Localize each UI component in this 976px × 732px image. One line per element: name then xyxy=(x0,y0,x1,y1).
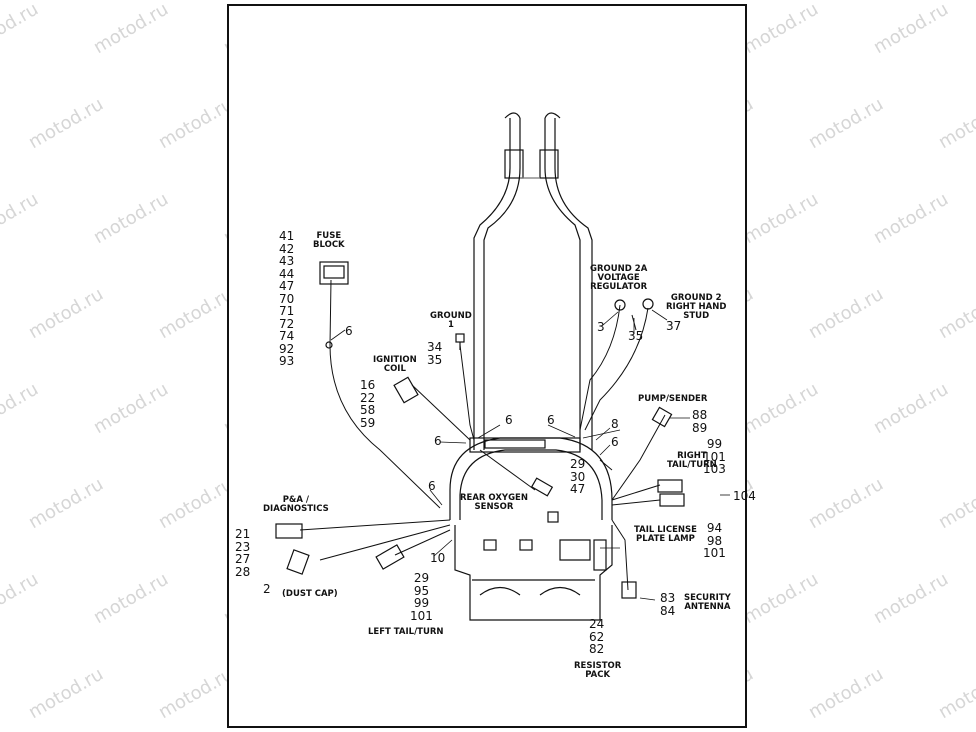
ground-2a-number: 3 xyxy=(597,320,605,334)
pump-sender-label: PUMP/SENDER xyxy=(638,394,708,404)
rear-fender xyxy=(454,511,613,621)
fuse-wire-callout: 6 xyxy=(345,324,353,338)
frame-rails xyxy=(473,112,593,450)
leader-lines xyxy=(330,309,730,601)
dust-cap-label: (DUST CAP) xyxy=(282,589,338,599)
callout-6-left: 6 xyxy=(428,479,436,493)
callout-8: 8 xyxy=(611,417,619,431)
dust-cap-connector xyxy=(286,549,310,575)
callout-6-top-left: 6 xyxy=(505,413,513,427)
left-tail-turn-connector xyxy=(375,544,405,570)
callout-6-right: 6 xyxy=(611,435,619,449)
fuse-block-component xyxy=(319,261,349,349)
tail-license-connector xyxy=(593,539,607,571)
oxygen-sensor-connector xyxy=(530,477,554,497)
diagram-frame xyxy=(227,4,747,728)
right-tail-turn-connectors xyxy=(657,479,685,507)
ground-2a-wire-number: 35 xyxy=(628,329,644,343)
ground-2-ring xyxy=(642,298,654,310)
callout-10: 10 xyxy=(430,551,446,565)
left-tail-turn-label: LEFT TAIL/TURN xyxy=(368,627,444,637)
callout-6-mid-left: 6 xyxy=(434,434,442,448)
harness-wires xyxy=(299,279,666,591)
pump-sender-connector xyxy=(651,406,673,428)
ground-2-number: 37 xyxy=(666,319,682,333)
dust-cap-number: 2 xyxy=(263,582,271,596)
rear-frame-loop xyxy=(449,437,613,520)
ignition-coil-connector xyxy=(393,376,419,404)
ground-2a-ring xyxy=(614,299,626,311)
callout-104: 104 xyxy=(733,489,756,503)
ground-1-terminal xyxy=(455,333,465,350)
callout-6-top-right: 6 xyxy=(547,413,555,427)
pa-diagnostics-label: P&A /DIAGNOSTICS xyxy=(263,495,329,514)
pa-diagnostics-connector xyxy=(275,523,303,539)
security-antenna-connector xyxy=(621,581,637,599)
